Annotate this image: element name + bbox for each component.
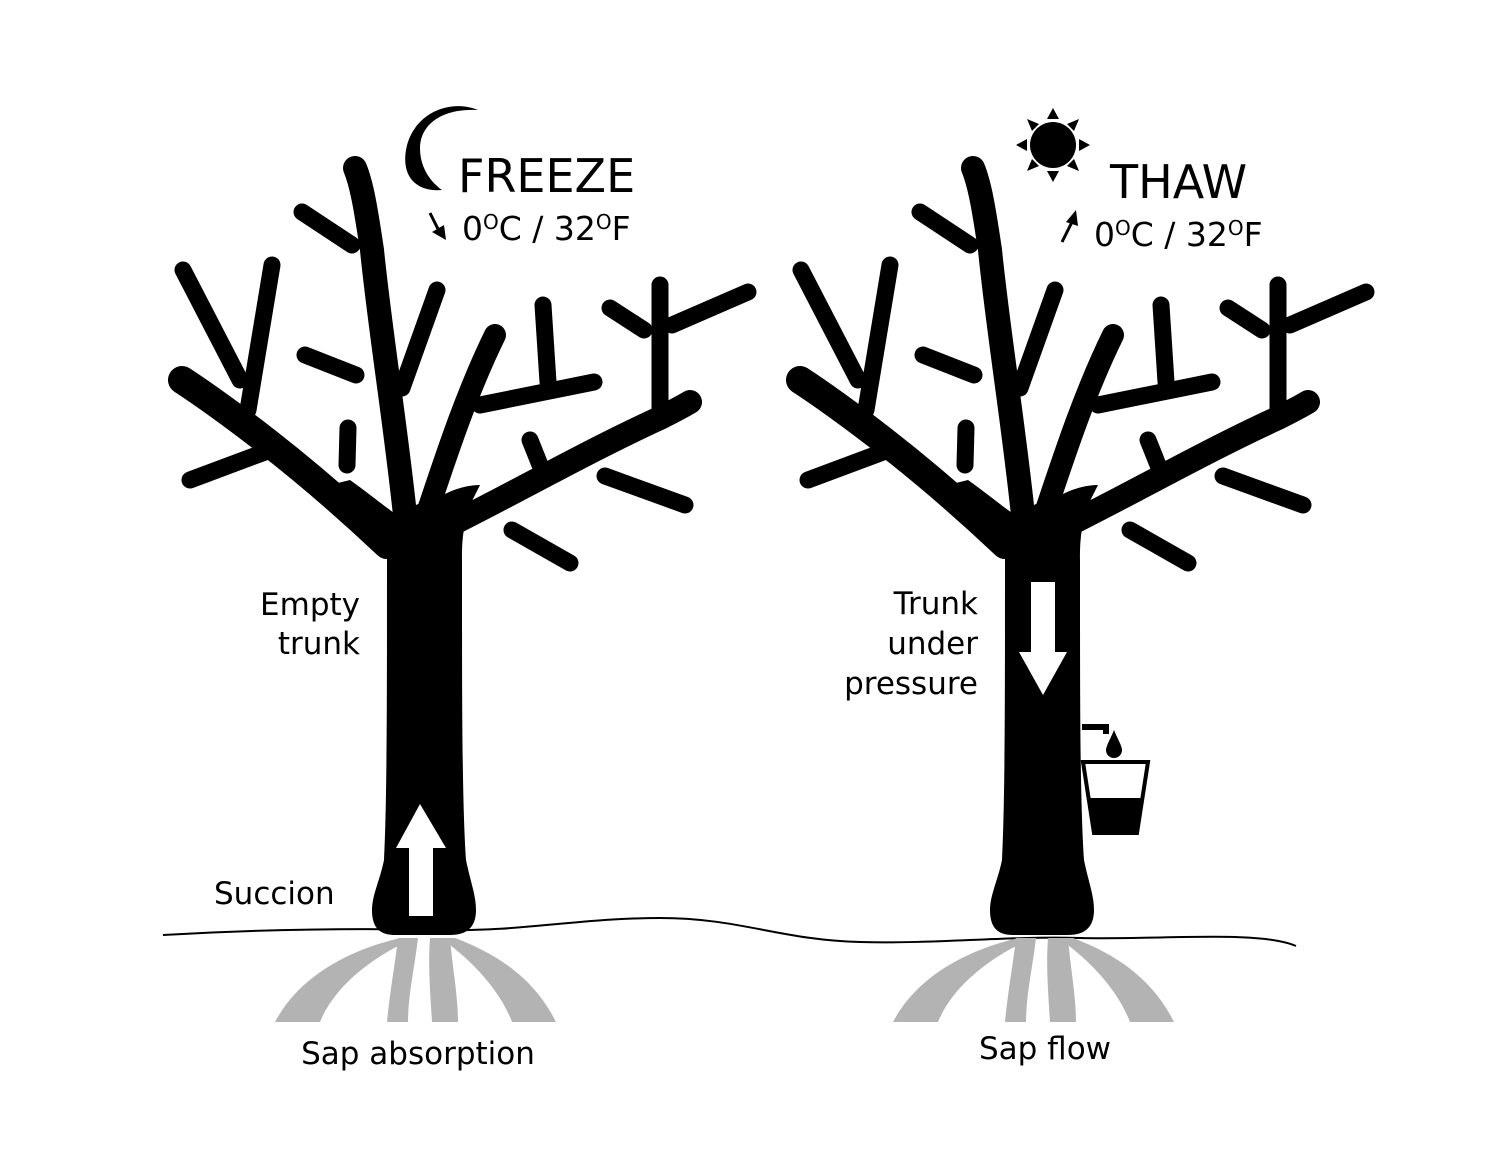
degree-mark: O — [596, 210, 612, 234]
thaw-arrow-up-icon — [1060, 210, 1078, 243]
thaw-temperature: 0OC / 32OF — [1094, 215, 1263, 254]
freeze-title: FREEZE — [458, 149, 635, 203]
pressure-label-line1: Trunk — [893, 586, 978, 622]
sun-icon — [1016, 108, 1090, 182]
suction-arrow-up-icon — [396, 804, 446, 916]
sap-flow-label: Sap flow — [979, 1031, 1111, 1067]
thaw-roots — [893, 938, 1174, 1022]
sap-absorption-label: Sap absorption — [301, 1036, 535, 1072]
moon-icon — [405, 106, 478, 191]
thaw-title: THAW — [1109, 155, 1247, 209]
freeze-tree — [182, 168, 748, 935]
pressure-label-line2: under — [887, 626, 978, 662]
suction-label: Succion — [214, 876, 335, 912]
freeze-temperature: 0OC / 32OF — [462, 209, 631, 248]
ground-line — [162, 916, 1297, 947]
empty-trunk-label-line1: Empty — [260, 587, 360, 623]
bucket-icon — [1080, 724, 1151, 835]
freeze-roots — [275, 938, 556, 1022]
pressure-label-line3: pressure — [844, 666, 978, 702]
degree-mark: O — [483, 210, 499, 234]
freeze-arrow-down-icon — [428, 212, 446, 240]
degree-mark: O — [1228, 216, 1244, 240]
empty-trunk-label-line2: trunk — [278, 626, 360, 662]
pressure-arrow-down-icon — [1019, 582, 1067, 695]
degree-mark: O — [1115, 216, 1131, 240]
thaw-tree — [800, 168, 1366, 935]
